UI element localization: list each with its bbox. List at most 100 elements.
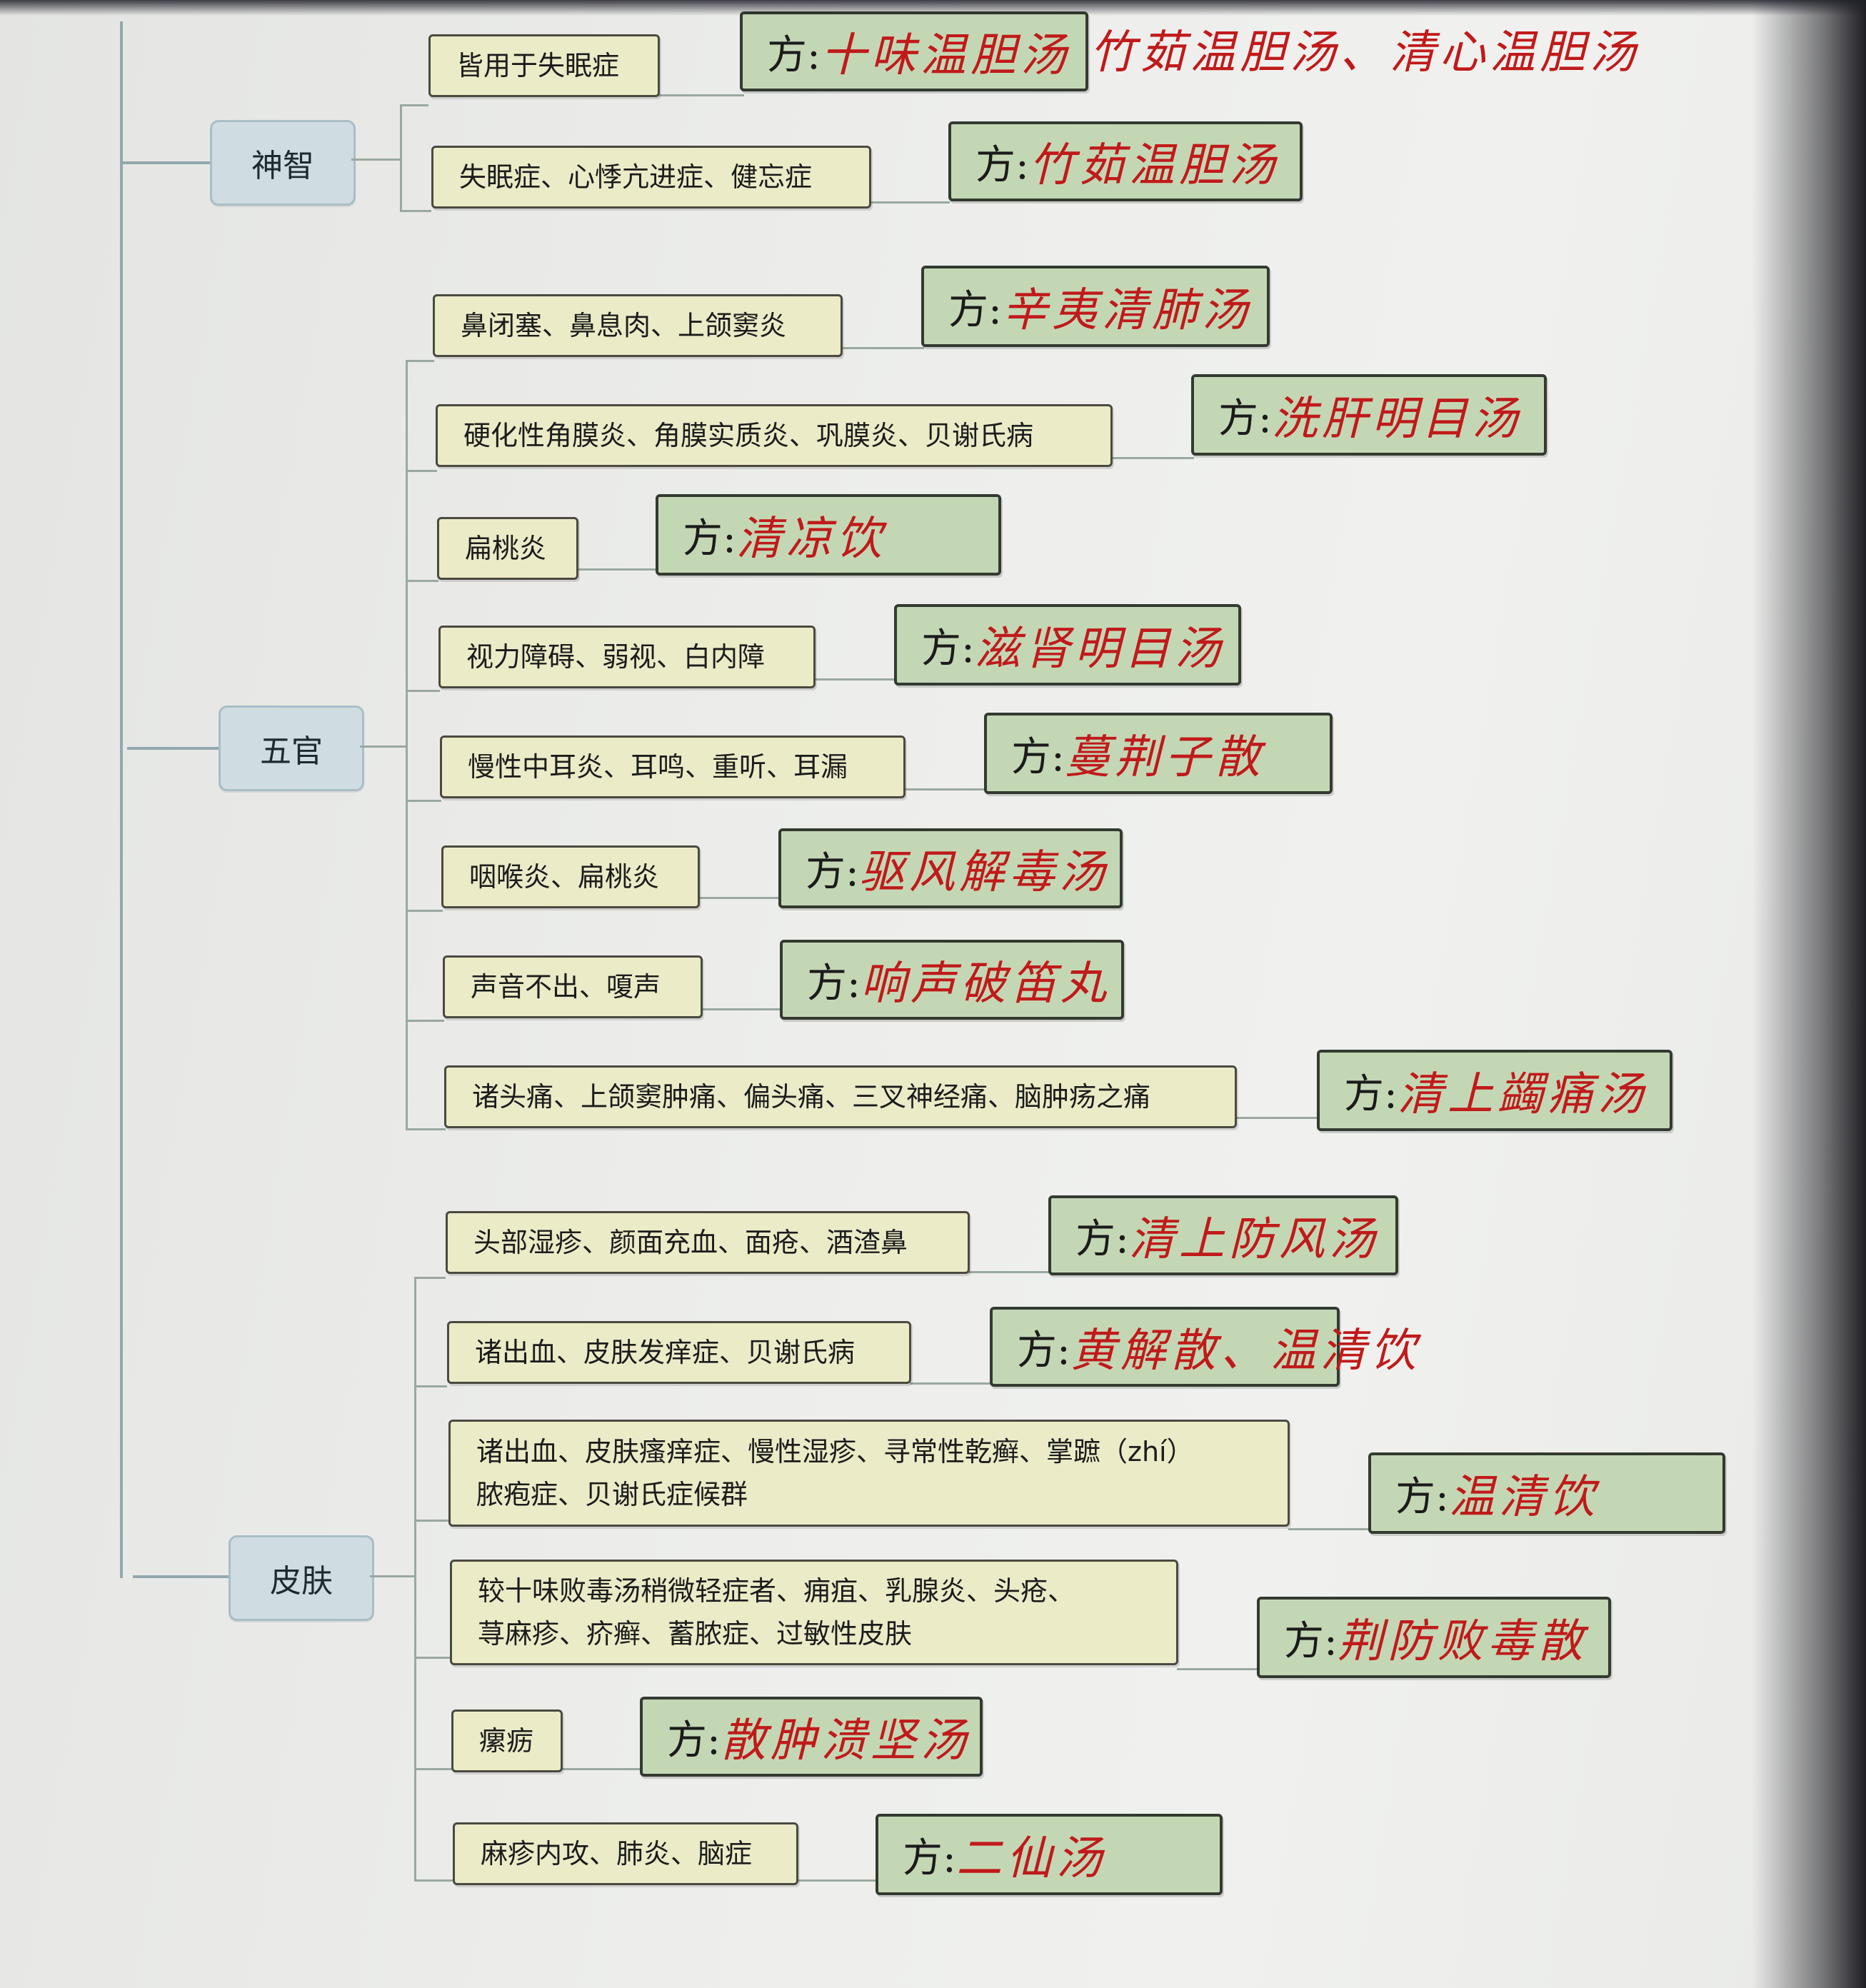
connector — [841, 347, 924, 349]
connector — [406, 1020, 444, 1022]
formula-prefix: 方: — [767, 31, 821, 79]
connector — [406, 1128, 446, 1130]
connector — [414, 1879, 453, 1882]
connector — [701, 1008, 784, 1010]
connector — [406, 470, 437, 472]
formula-prefix: 方: — [1344, 1070, 1398, 1118]
formula-name: 清上蠲痛汤 — [1397, 1068, 1647, 1121]
category-pifu[interactable]: 皮肤 — [229, 1535, 374, 1621]
formula-box: 方: 清上防风汤 — [1048, 1195, 1398, 1275]
symptom-text: 麻疹内攻、肺炎、脑症 — [481, 1838, 753, 1869]
formula-prefix: 方: — [921, 625, 975, 672]
symptom-text: 声音不出、嗄声 — [471, 971, 661, 1003]
connector — [351, 159, 401, 161]
formula-box: 方: 辛夷清肺汤 — [921, 266, 1270, 347]
formula-box: 方: 洗肝明目汤 — [1191, 374, 1547, 456]
connector — [1111, 457, 1194, 459]
formula-name: 驱风解毒汤 — [858, 846, 1109, 899]
formula-name: 清上防风汤 — [1128, 1213, 1379, 1266]
symptom-text: 硬化性角膜炎、角膜实质炎、巩膜炎、贝谢氏病 — [463, 420, 1034, 451]
connector — [370, 1575, 416, 1577]
symptom-box: 咽喉炎、扁桃炎 — [441, 845, 700, 908]
symptom-text: 诸头痛、上颌窦肿痛、偏头痛、三叉神经痛、脑肿疡之痛 — [472, 1081, 1151, 1113]
formula-box: 方: 竹茹温胆汤 — [948, 121, 1303, 201]
trunk-branch-shenzhi — [120, 161, 211, 164]
symptom-box: 麻疹内攻、肺炎、脑症 — [453, 1822, 798, 1885]
formula-prefix: 方: — [1017, 1327, 1070, 1374]
connector — [414, 1277, 416, 1881]
symptom-box: 失眠症、心悸亢进症、健忘症 — [431, 146, 871, 209]
formula-prefix: 方: — [975, 141, 1029, 189]
connector — [904, 788, 987, 790]
formula-prefix: 方: — [807, 960, 861, 1007]
symptom-box: 诸出血、皮肤发痒症、贝谢氏病 — [447, 1321, 911, 1384]
formula-name: 散肿溃坚汤 — [720, 1715, 970, 1767]
formula-name: 辛夷清肺汤 — [1001, 284, 1252, 337]
symptom-line: 较十味败毒汤稍微轻症者、痈疽、乳腺炎、头疮、 — [478, 1575, 1075, 1607]
connector — [1288, 1528, 1373, 1530]
formula-box: 方: 温清饮 — [1368, 1452, 1725, 1534]
formula-prefix: 方: — [948, 286, 1002, 333]
formula-box: 方: 蔓荆子散 — [984, 713, 1333, 794]
connector — [360, 746, 407, 748]
symptom-line: 诸出血、皮肤瘙痒症、慢性湿疹、寻常性乾癣、掌蹠（zhí） — [476, 1436, 1194, 1467]
symptom-text: 皆用于失眠症 — [456, 50, 620, 81]
formula-prefix: 方: — [1011, 733, 1065, 780]
formula-name: 二仙汤 — [955, 1832, 1106, 1885]
trunk-branch-pifu — [133, 1575, 229, 1578]
symptom-box: 瘰疬 — [451, 1710, 563, 1772]
connector — [406, 580, 438, 582]
symptom-text: 头部湿疹、颜面充血、面疮、酒渣鼻 — [473, 1227, 908, 1258]
formula-prefix: 方: — [683, 515, 736, 562]
connector — [577, 568, 660, 571]
symptom-text: 失眠症、心悸亢进症、健忘症 — [459, 161, 813, 193]
formula-prefix: 方: — [806, 848, 859, 895]
formula-box: 方: 二仙汤 — [876, 1814, 1223, 1895]
symptom-text: 鼻闭塞、鼻息肉、上颌窦炎 — [461, 310, 787, 341]
category-shenzhi[interactable]: 神智 — [210, 120, 356, 206]
formula-name: 竹茹温胆汤 — [1028, 139, 1279, 192]
formula-prefix: 方: — [1284, 1617, 1338, 1665]
symptom-line: 荨麻疹、疥癣、蓄脓症、过敏性皮肤 — [478, 1618, 913, 1650]
symptom-text: 瘰疬 — [479, 1725, 534, 1757]
formula-prefix: 方: — [667, 1717, 721, 1764]
formula-name: 蔓荆子散 — [1064, 731, 1265, 784]
connector — [414, 1768, 451, 1770]
connector — [561, 1768, 646, 1770]
connector — [414, 1385, 447, 1387]
symptom-box: 视力障碍、弱视、白内障 — [438, 626, 816, 688]
formula-box: 方: 响声破笛丸 — [780, 940, 1124, 1020]
formula-name: 十味温胆汤 — [820, 29, 1070, 82]
connector — [414, 1520, 448, 1522]
trunk-branch-wuguan — [127, 747, 219, 750]
connector — [797, 1879, 881, 1882]
formula-name: 荆防败毒散 — [1337, 1615, 1587, 1668]
formula-prefix: 方: — [1218, 395, 1272, 442]
connector — [400, 210, 431, 212]
formula-box: 方: 清凉饮 — [656, 494, 1001, 576]
tree-trunk — [120, 21, 123, 1578]
formula-name: 温清饮 — [1448, 1471, 1599, 1524]
symptom-box: 诸出血、皮肤瘙痒症、慢性湿疹、寻常性乾癣、掌蹠（zhí） 脓疱症、贝谢氏症候群 — [448, 1420, 1290, 1527]
symptom-box: 扁桃炎 — [437, 517, 578, 580]
connector — [400, 104, 402, 211]
connector — [406, 360, 434, 362]
formula-box: 方: 散肿溃坚汤 — [640, 1697, 983, 1777]
connector — [406, 690, 440, 692]
symptom-text: 视力障碍、弱视、白内障 — [466, 641, 766, 673]
connector — [698, 897, 781, 899]
connector — [406, 910, 443, 912]
connector — [400, 104, 428, 106]
connector — [910, 1382, 994, 1385]
connector — [406, 800, 441, 802]
connector — [870, 201, 950, 204]
category-wuguan[interactable]: 五官 — [219, 706, 364, 791]
formula-name: 洗肝明目汤 — [1271, 393, 1522, 446]
connector — [1235, 1117, 1318, 1119]
connector — [814, 678, 897, 681]
connector — [406, 360, 408, 1130]
formula-box: 方: 荆防败毒散 — [1257, 1597, 1611, 1678]
symptom-box: 硬化性角膜炎、角膜实质炎、巩膜炎、贝谢氏病 — [436, 404, 1113, 467]
connector — [968, 1271, 1053, 1273]
symptom-text: 慢性中耳炎、耳鸣、重听、耳漏 — [468, 751, 848, 783]
